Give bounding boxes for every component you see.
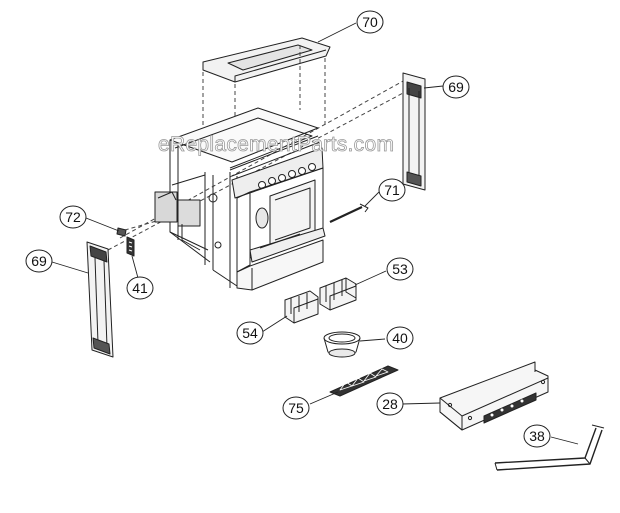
part-72-screw <box>116 227 127 237</box>
part-70-top-lid <box>202 37 331 83</box>
main-cabinet <box>154 107 326 291</box>
callout-69-left-label: 69 <box>31 253 47 269</box>
callout-69-right: 69 <box>442 75 470 99</box>
callout-72: 72 <box>59 205 87 229</box>
callout-69-right-label: 69 <box>448 79 464 95</box>
callout-72-label: 72 <box>65 209 81 225</box>
part-54-clip <box>284 290 319 324</box>
callout-38: 38 <box>523 424 551 448</box>
callout-53: 53 <box>386 257 414 281</box>
callout-28-label: 28 <box>382 396 398 412</box>
part-75-grille <box>329 365 399 397</box>
part-38-rails <box>494 424 605 471</box>
callout-54-label: 54 <box>242 325 258 341</box>
part-69-left-side-panel <box>86 241 114 358</box>
part-69-right-side-panel <box>402 72 426 191</box>
callout-75-label: 75 <box>288 400 304 416</box>
part-40-cup <box>323 331 361 358</box>
callout-41: 41 <box>126 276 154 300</box>
callout-70: 70 <box>356 10 384 34</box>
callout-28: 28 <box>376 392 404 416</box>
leader-lines <box>51 22 579 445</box>
callout-75: 75 <box>282 396 310 420</box>
part-41-bracket <box>126 236 135 257</box>
part-71-rod <box>329 203 369 223</box>
callout-53-label: 53 <box>392 261 408 277</box>
callout-71: 71 <box>378 178 406 202</box>
callout-40: 40 <box>386 326 414 350</box>
callout-40-label: 40 <box>392 330 408 346</box>
callout-38-label: 38 <box>529 428 545 444</box>
part-28-front-panel <box>439 361 549 431</box>
callout-71-label: 71 <box>384 182 400 198</box>
callout-41-label: 41 <box>132 280 148 296</box>
callout-69-left: 69 <box>25 249 53 273</box>
watermark-text: eReplacementParts.com <box>158 133 394 156</box>
callout-54: 54 <box>236 321 264 345</box>
callout-70-label: 70 <box>362 14 378 30</box>
part-53-clip <box>319 277 357 311</box>
